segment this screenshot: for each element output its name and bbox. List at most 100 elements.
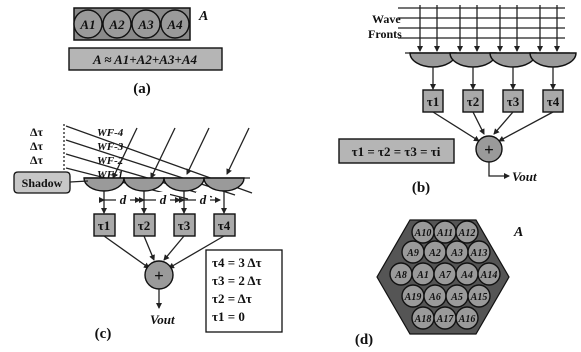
element-label: A4 <box>460 270 473 281</box>
hex-element: A10 <box>411 220 435 244</box>
element-label: A13 <box>470 248 488 259</box>
panel-a: A1 A2 A3 A4 A A ≈ A1+A2+A3+A4 (a) <box>68 7 223 97</box>
delay-value: τ1 = 0 <box>212 309 245 324</box>
delta-tau-label: Δτ <box>30 139 44 153</box>
array-element <box>203 177 245 192</box>
output-line <box>488 162 510 179</box>
delay-values-box <box>205 249 283 333</box>
delay-box: τ3 <box>502 89 524 113</box>
delay-value: τ3 = 2 Δτ <box>212 273 262 288</box>
panel-a-element: A4 <box>160 9 190 39</box>
delay-box: τ2 <box>462 89 484 113</box>
spacing-label-bg <box>196 192 210 206</box>
delay-value: τ2 = Δτ <box>212 291 252 306</box>
panel-c: Δτ Δτ Δτ WF-4 WF-3 WF-2 WF-1 Shadow <box>13 124 283 342</box>
hex-element: A7 <box>433 262 457 286</box>
delta-tau-label: Δτ <box>30 125 44 139</box>
delay-equation-box <box>338 138 455 164</box>
hex-element: A16 <box>455 306 479 330</box>
delay-to-summer-lines <box>432 111 554 142</box>
sum-equation-box <box>68 47 223 71</box>
spacing-label: d <box>200 192 207 207</box>
element-label: A3 <box>450 248 463 259</box>
delay-label: τ4 <box>218 218 231 233</box>
element-label: A9 <box>406 248 419 259</box>
wavefront-label: WF-3 <box>97 141 124 153</box>
hex-element: A11 <box>433 220 457 244</box>
caption-b: (b) <box>412 180 430 196</box>
element-label: A3 <box>137 17 154 32</box>
panel-b: Wave Fronts τ1 τ2 <box>338 5 577 196</box>
array-element <box>449 52 497 68</box>
array-element <box>529 52 577 68</box>
element-label: A12 <box>458 228 476 239</box>
hex-element: A9 <box>401 240 425 264</box>
delay-label: τ2 <box>138 218 151 233</box>
hex-element: A4 <box>455 262 479 286</box>
array-element <box>489 52 537 68</box>
delay-to-summer-lines <box>103 235 225 269</box>
summer-symbol: + <box>484 140 494 159</box>
delay-box: τ4 <box>213 213 236 237</box>
delay-value: τ4 = 3 Δτ <box>212 255 262 270</box>
element-label: A19 <box>404 292 422 303</box>
element-label: A5 <box>450 292 463 303</box>
hex-element: A3 <box>445 240 469 264</box>
shadow-pointer <box>69 180 89 183</box>
spacing-label: d <box>120 192 127 207</box>
sum-equation: A ≈ A1+A2+A3+A4 <box>92 52 198 67</box>
caption-d: (d) <box>355 332 373 348</box>
delay-box: τ1 <box>422 89 444 113</box>
element-label: A4 <box>166 17 183 32</box>
element-label: A15 <box>470 292 488 303</box>
element-label: A17 <box>436 314 455 325</box>
spacing-label: d <box>160 192 167 207</box>
delay-label: τ1 <box>98 218 111 233</box>
wave-label: Wave <box>372 12 401 26</box>
hex-element: A2 <box>423 240 447 264</box>
delay-box: τ1 <box>93 213 116 237</box>
element-label: A16 <box>458 314 476 325</box>
array-element <box>83 177 125 192</box>
delay-label: τ3 <box>507 94 520 109</box>
element-to-delay-lines <box>101 191 227 214</box>
element-label: A2 <box>108 17 125 32</box>
array-element <box>409 52 457 68</box>
element-label: A10 <box>414 228 432 239</box>
summer-symbol: + <box>154 266 164 285</box>
delay-box: τ2 <box>133 213 156 237</box>
element-label: A6 <box>428 292 441 303</box>
hex-element: A13 <box>467 240 491 264</box>
panel-a-element: A3 <box>131 9 161 39</box>
spacing-label-bg <box>116 192 130 206</box>
delay-box: τ4 <box>542 89 564 113</box>
wavefront-label: WF-2 <box>97 155 124 167</box>
hex-element: A15 <box>467 284 491 308</box>
oblique-rays <box>112 127 250 179</box>
hex-element: A14 <box>477 262 501 286</box>
element-to-delay-lines <box>430 67 556 90</box>
element-label: A18 <box>414 314 432 325</box>
incoming-rays <box>417 5 560 52</box>
hex-element: A8 <box>389 262 413 286</box>
hex-element: A5 <box>445 284 469 308</box>
delay-label: τ4 <box>547 94 560 109</box>
hex-element: A1 <box>411 262 435 286</box>
array-element <box>163 177 205 192</box>
spacing-label-bg <box>156 192 170 206</box>
delay-equation: τ1 = τ2 = τ3 = τi <box>352 144 441 159</box>
shadow-callout <box>13 171 71 194</box>
output-label: Vout <box>150 312 175 327</box>
element-label: A14 <box>480 270 498 281</box>
delay-label: τ1 <box>427 94 440 109</box>
aperture-label: A <box>198 9 208 24</box>
hex-element: A19 <box>401 284 425 308</box>
panel-a-element: A2 <box>102 9 132 39</box>
element-label: A7 <box>438 270 452 281</box>
hex-element: A12 <box>455 220 479 244</box>
delay-label: τ2 <box>467 94 480 109</box>
delta-tau-label: Δτ <box>30 153 44 167</box>
caption-a: (a) <box>133 81 151 97</box>
